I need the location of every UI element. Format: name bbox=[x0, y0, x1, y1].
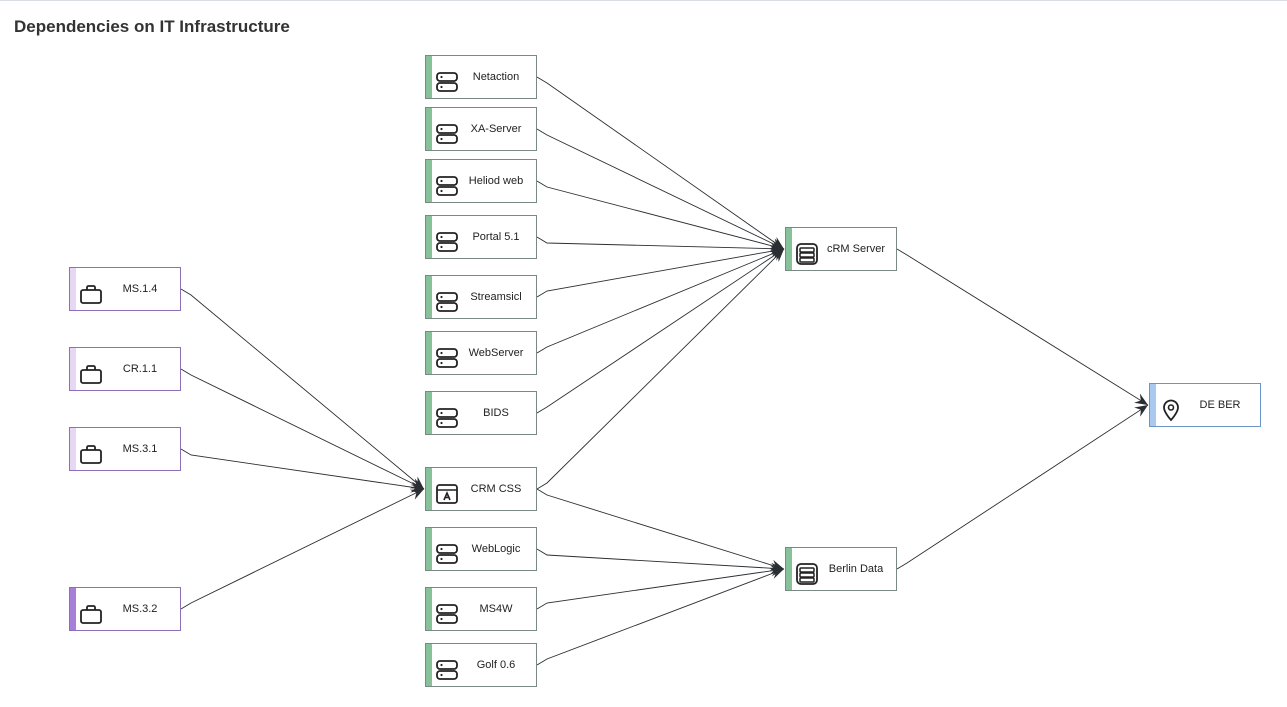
node-bids[interactable]: BIDS bbox=[425, 391, 537, 435]
node-label: Golf 0.6 bbox=[476, 659, 516, 671]
node-crm-css[interactable]: CRM CSS bbox=[425, 467, 537, 511]
server-icon bbox=[435, 290, 459, 314]
server-icon bbox=[435, 346, 459, 370]
node-netaction[interactable]: Netaction bbox=[425, 55, 537, 99]
server-icon bbox=[435, 230, 459, 254]
node-streamsicl[interactable]: Streamsicl bbox=[425, 275, 537, 319]
node-label: cRM Server bbox=[826, 243, 886, 255]
node-ms-3-1[interactable]: MS.3.1 bbox=[69, 427, 181, 471]
node-label: MS.3.1 bbox=[122, 443, 158, 455]
arrowhead bbox=[1134, 393, 1148, 405]
node-accent-bar bbox=[786, 548, 792, 590]
node-webserver[interactable]: WebServer bbox=[425, 331, 537, 375]
edge-crmcss-crmserver bbox=[536, 248, 785, 490]
top-divider bbox=[0, 0, 1287, 1]
node-heliod-web[interactable]: Heliod web bbox=[425, 159, 537, 203]
node-accent-bar bbox=[70, 268, 76, 310]
edge-ms4w-berlindata bbox=[536, 568, 785, 610]
server-icon bbox=[435, 658, 459, 682]
node-berlin-data[interactable]: Berlin Data bbox=[785, 547, 897, 591]
arrowhead bbox=[409, 478, 424, 489]
edge-webserver-crmserver bbox=[536, 248, 785, 354]
node-accent-bar bbox=[426, 216, 432, 258]
node-accent-bar bbox=[426, 56, 432, 98]
arrowhead bbox=[770, 249, 784, 263]
node-accent-bar bbox=[426, 332, 432, 374]
briefcase-icon bbox=[79, 442, 103, 466]
node-accent-bar bbox=[426, 528, 432, 570]
edge-streamsicl-crmserver bbox=[536, 248, 785, 298]
node-ms4w[interactable]: MS4W bbox=[425, 587, 537, 631]
node-label: WebServer bbox=[468, 347, 524, 359]
node-accent-bar bbox=[426, 160, 432, 202]
node-crm-server[interactable]: cRM Server bbox=[785, 227, 897, 271]
edge-weblogic-berlindata bbox=[536, 548, 785, 570]
node-accent-bar bbox=[426, 392, 432, 434]
edge-ms32-crmcss bbox=[180, 488, 425, 610]
edge-heliod-crmserver bbox=[536, 180, 785, 250]
node-label: XA-Server bbox=[470, 123, 522, 135]
edge-ms31-crmcss bbox=[180, 448, 425, 490]
node-accent-bar bbox=[426, 108, 432, 150]
server-icon bbox=[435, 542, 459, 566]
node-label: WebLogic bbox=[471, 543, 521, 555]
node-accent-bar bbox=[426, 588, 432, 630]
server-icon bbox=[435, 406, 459, 430]
node-accent-bar bbox=[426, 276, 432, 318]
edge-netaction-crmserver bbox=[536, 76, 785, 250]
briefcase-icon bbox=[79, 362, 103, 386]
server-icon bbox=[435, 174, 459, 198]
node-label: Portal 5.1 bbox=[472, 231, 520, 243]
node-golf-0-6[interactable]: Golf 0.6 bbox=[425, 643, 537, 687]
edge-crmcss-berlindata bbox=[536, 488, 785, 570]
edge-cr11-crmcss bbox=[180, 368, 425, 490]
briefcase-icon bbox=[79, 602, 103, 626]
node-label: Streamsicl bbox=[470, 291, 522, 303]
node-label: MS.1.4 bbox=[122, 283, 158, 295]
node-accent-bar bbox=[1150, 384, 1156, 426]
edge-bids-crmserver bbox=[536, 248, 785, 414]
node-label: Netaction bbox=[472, 71, 520, 83]
node-accent-bar bbox=[786, 228, 792, 270]
database-server-icon bbox=[795, 562, 819, 586]
node-accent-bar bbox=[426, 644, 432, 686]
arrowhead bbox=[1134, 405, 1148, 417]
node-label: Heliod web bbox=[468, 175, 524, 187]
database-server-icon bbox=[795, 242, 819, 266]
node-cr-1-1[interactable]: CR.1.1 bbox=[69, 347, 181, 391]
node-label: MS.3.2 bbox=[122, 603, 158, 615]
node-accent-bar bbox=[426, 468, 432, 510]
node-de-ber[interactable]: DE BER bbox=[1149, 383, 1261, 427]
edge-crmserver-deber bbox=[896, 248, 1149, 406]
briefcase-icon bbox=[79, 282, 103, 306]
node-portal-5-1[interactable]: Portal 5.1 bbox=[425, 215, 537, 259]
node-ms-1-4[interactable]: MS.1.4 bbox=[69, 267, 181, 311]
node-label: MS4W bbox=[479, 603, 513, 615]
node-weblogic[interactable]: WebLogic bbox=[425, 527, 537, 571]
node-xa-server[interactable]: XA-Server bbox=[425, 107, 537, 151]
node-label: CRM CSS bbox=[470, 483, 522, 495]
arrowhead bbox=[769, 568, 784, 579]
node-ms-3-2[interactable]: MS.3.2 bbox=[69, 587, 181, 631]
arrowhead bbox=[409, 489, 424, 500]
node-label: DE BER bbox=[1199, 399, 1241, 411]
location-pin-icon bbox=[1159, 398, 1183, 422]
node-accent-bar bbox=[70, 348, 76, 390]
edge-berlindata-deber bbox=[896, 404, 1149, 570]
edge-golf-berlindata bbox=[536, 568, 785, 666]
server-icon bbox=[435, 122, 459, 146]
server-icon bbox=[435, 602, 459, 626]
node-accent-bar bbox=[70, 428, 76, 470]
edge-ms14-crmcss bbox=[180, 288, 425, 490]
server-icon bbox=[435, 70, 459, 94]
node-label: CR.1.1 bbox=[122, 363, 158, 375]
node-accent-bar bbox=[70, 588, 76, 630]
edge-portal-crmserver bbox=[536, 236, 785, 250]
node-label: Berlin Data bbox=[828, 563, 884, 575]
node-label: BIDS bbox=[483, 407, 509, 419]
edge-xaserver-crmserver bbox=[536, 128, 785, 250]
app-window-icon bbox=[435, 482, 459, 506]
page-title: Dependencies on IT Infrastructure bbox=[14, 17, 290, 36]
